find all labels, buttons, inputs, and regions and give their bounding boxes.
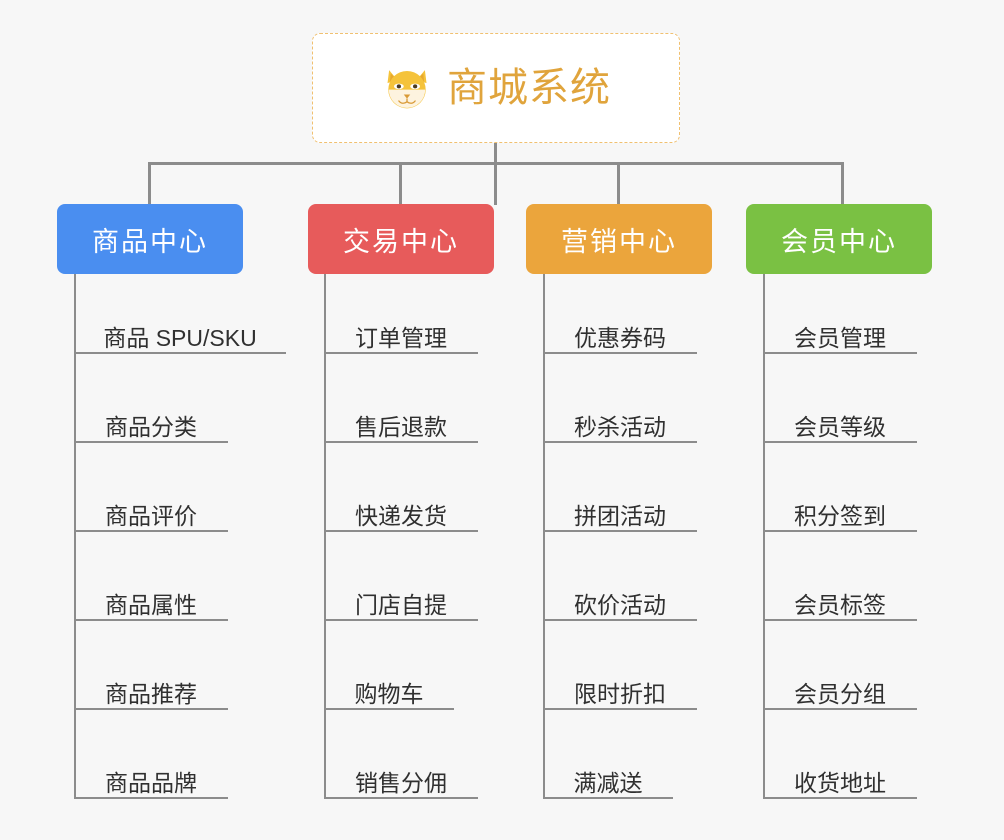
category-header-3[interactable]: 营销中心 [526,204,712,274]
category-header-label: 会员中心 [781,226,897,257]
leaf-item[interactable]: 优惠券码 [543,324,697,354]
category-header-4[interactable]: 会员中心 [746,204,932,274]
root-title: 商城系统 [447,66,611,110]
connector-drop-2 [399,162,402,207]
leaf-item[interactable]: 商品品牌 [74,769,228,799]
leaf-item-label: 售后退款 [355,414,447,440]
leaf-item-label: 销售分佣 [355,770,447,796]
leaf-item-label: 砍价活动 [574,592,666,618]
connector-drop-3 [617,162,620,207]
leaf-item[interactable]: 砍价活动 [543,591,697,621]
leaf-item-label: 优惠券码 [574,325,666,351]
category-header-1[interactable]: 商品中心 [57,204,243,274]
leaf-item-label: 秒杀活动 [574,414,666,440]
leaf-item[interactable]: 秒杀活动 [543,413,697,443]
leaf-item-label: 会员等级 [794,414,886,440]
connector-drop-4 [841,162,844,207]
leaf-item-label: 商品 SPU/SKU [103,325,257,351]
leaf-item[interactable]: 商品分类 [74,413,228,443]
leaf-item-label: 订单管理 [355,325,447,351]
category-header-label: 交易中心 [343,226,459,257]
leaf-item-label: 会员管理 [794,325,886,351]
category-header-label: 营销中心 [561,226,677,257]
leaf-item[interactable]: 积分签到 [763,502,917,532]
leaf-item-label: 购物车 [354,681,424,707]
connector-bus-bar [148,162,844,165]
leaf-item-label: 门店自提 [355,592,447,618]
leaf-item-label: 积分签到 [794,503,886,529]
leaf-item[interactable]: 会员标签 [763,591,917,621]
category-header-2[interactable]: 交易中心 [308,204,494,274]
leaf-item-label: 商品品牌 [105,770,197,796]
leaf-item[interactable]: 快递发货 [324,502,478,532]
leaf-item-label: 商品属性 [105,592,197,618]
leaf-item[interactable]: 会员分组 [763,680,917,710]
column-trunk-line-2 [324,274,326,799]
leaf-item[interactable]: 满减送 [543,769,673,799]
column-trunk-line-3 [543,274,545,799]
leaf-item[interactable]: 商品属性 [74,591,228,621]
leaf-item[interactable]: 收货地址 [763,769,917,799]
leaf-item[interactable]: 商品 SPU/SKU [74,324,286,354]
leaf-item[interactable]: 限时折扣 [543,680,697,710]
column-trunk-line-4 [763,274,765,799]
connector-root-stem [494,143,497,205]
connector-drop-1 [148,162,151,207]
leaf-item-label: 限时折扣 [574,681,666,707]
leaf-item-label: 商品分类 [105,414,197,440]
leaf-item[interactable]: 购物车 [324,680,454,710]
leaf-item-label: 商品评价 [105,503,197,529]
leaf-item-label: 会员分组 [794,681,886,707]
leaf-item[interactable]: 商品评价 [74,502,228,532]
leaf-item[interactable]: 拼团活动 [543,502,697,532]
column-trunk-line-1 [74,274,76,799]
leaf-item-label: 快递发货 [355,503,447,529]
leaf-item-label: 商品推荐 [105,681,197,707]
leaf-item-label: 会员标签 [794,592,886,618]
leaf-item-label: 满减送 [573,770,643,796]
leaf-item[interactable]: 销售分佣 [324,769,478,799]
root-node[interactable]: 商城系统 [312,33,680,143]
category-header-label: 商品中心 [92,226,208,257]
leaf-item[interactable]: 商品推荐 [74,680,228,710]
leaf-item[interactable]: 订单管理 [324,324,478,354]
leaf-item-label: 拼团活动 [574,503,666,529]
leaf-item-label: 收货地址 [794,770,886,796]
leaf-item[interactable]: 门店自提 [324,591,478,621]
leaf-item[interactable]: 会员等级 [763,413,917,443]
shiba-dog-face-icon [387,70,427,109]
leaf-item[interactable]: 会员管理 [763,324,917,354]
leaf-item[interactable]: 售后退款 [324,413,478,443]
